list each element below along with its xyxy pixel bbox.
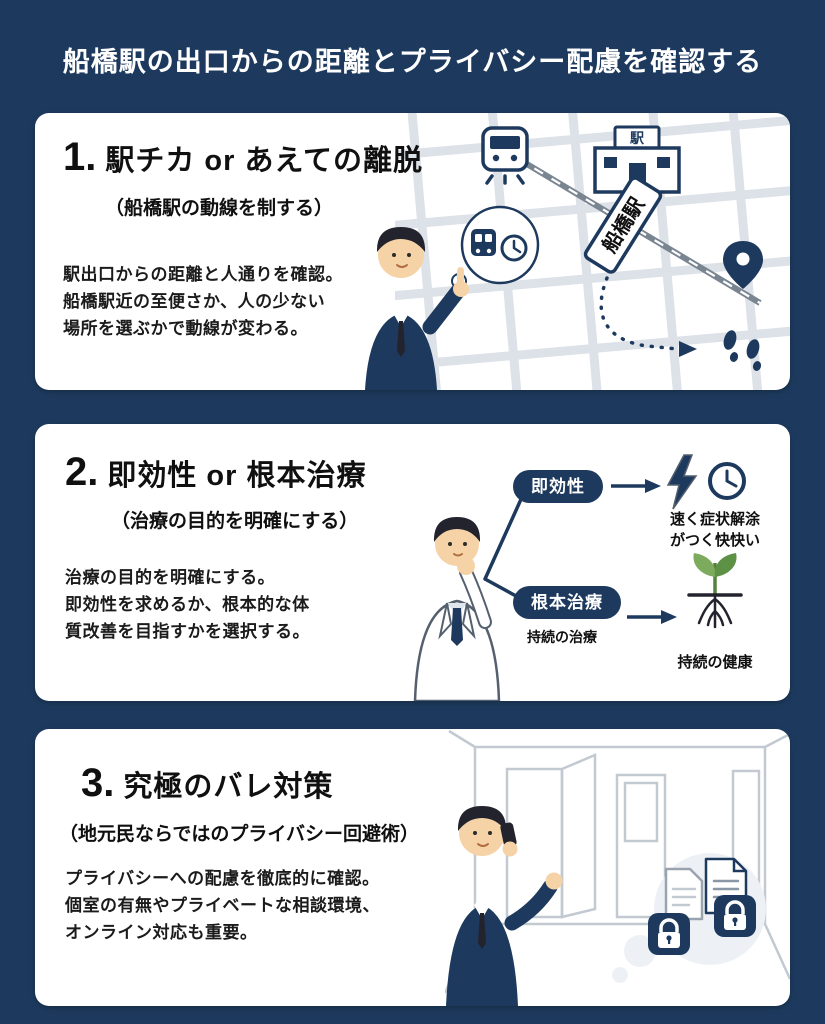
card2-title: 即効性 or 根本治療 [107,460,367,492]
padlock-icon-1 [648,913,690,955]
man-pointing [365,205,540,390]
card1-title: 駅チカ or あえての離脱 [105,145,424,177]
page-title: 船橋駅の出口からの距離とプライバシー配慮を確認する [62,47,763,77]
card1-heading: 1. 駅チカ or あえての離脱 [63,135,423,180]
card2-heading: 2. 即効性 or 根本治療 [65,450,366,495]
station-short-label: 駅 [630,130,645,146]
card-station-access: 駅 船橋駅 [35,113,790,390]
root-cure-result: 持続の健康 [677,654,753,671]
clock-icon-small [500,234,528,262]
card-privacy: 3. 究極のバレ対策 （地元民ならではのプライバシー回避術） プライバシーへの配… [35,729,790,1006]
privacy-bubble [612,853,766,983]
thinking-hand [457,557,475,575]
card2-body: 治療の目的を明確にする。 即効性を求めるか、根本的な体 質改善を目指すかを選択す… [65,568,310,642]
arrow2-head [661,610,677,624]
speech-bubble-transport [451,205,540,289]
train-icon-small [471,229,496,256]
card3-number: 3. [81,761,115,805]
card2-subtitle: （治療の目的を明確にする） [111,511,359,532]
lightning-icon [666,454,698,510]
card3-subtitle: （地元民ならではのプライバシー回避術） [59,824,420,845]
document-icon-back [664,867,704,921]
open-hand [545,872,563,890]
route-arrowhead [679,341,697,357]
branch-diagram [483,454,746,629]
clock-icon [708,462,746,500]
card1-number: 1. [63,135,97,179]
businessman-figure [365,227,469,390]
map-pin-icon [723,241,763,289]
card3-heading: 3. 究極のバレ対策 [81,761,333,806]
phone-icon [500,822,517,848]
train-icon [481,126,529,185]
padlock-icon-2 [714,895,756,937]
doctor-thinking [413,517,501,701]
plant-roots-icon [687,553,743,629]
card3-body: プライバシーへの配慮を徹底的に確認。 個室の有無やプライベートな相談環境、 オン… [65,869,380,943]
map-illustration: 駅 船橋駅 [395,113,790,390]
speed-pill: 即効性 [513,470,603,503]
card-treatment-goal: 即効性 根本治療 速く症状解涂 がつく快快い 持続の治療 持続の健康 2. 即効… [35,424,790,701]
man-on-phone [446,806,563,1006]
card1-subtitle: （船橋駅の動線を制する） [105,198,334,219]
arrow1-head [645,479,661,493]
footprints-icon [723,330,762,371]
card2-number: 2. [65,450,99,494]
root-cure-caption: 持続の治療 [527,629,597,645]
root-cure-pill: 根本治療 [513,586,621,619]
speed-caption: 速く症状解涂 がつく快快い [669,511,760,549]
route-path [599,276,680,351]
card3-title: 究極のバレ対策 [123,771,334,803]
card1-body: 駅出口からの距離と人通りを確認。 船橋駅近の至便さか、人の少ない 場所を選ぶかで… [63,265,343,339]
